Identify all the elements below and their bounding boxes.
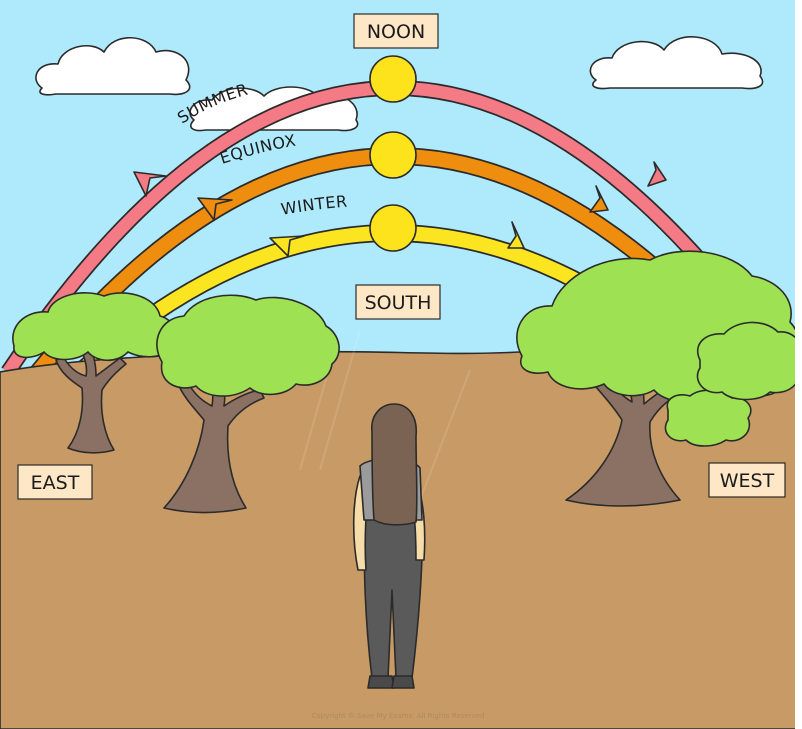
tree-icon: [516, 250, 795, 507]
west-label: WEST: [708, 462, 786, 498]
cloud-icon: [589, 36, 764, 90]
cloud-icon: [35, 37, 191, 96]
svg-text:WEST: WEST: [720, 470, 775, 492]
copyright-text: Copyright © Save My Exams. All Rights Re…: [311, 712, 484, 720]
svg-text:SOUTH: SOUTH: [365, 292, 432, 314]
sun-icon: [369, 204, 417, 252]
tree-icon: [12, 292, 177, 454]
svg-text:NOON: NOON: [367, 21, 425, 43]
east-label: EAST: [17, 464, 93, 500]
person-icon: [352, 403, 426, 689]
summer-path-arrow: [133, 161, 667, 197]
winter-path-arrow: [269, 221, 525, 257]
noon-label: NOON: [353, 13, 439, 49]
south-label: SOUTH: [355, 284, 441, 320]
svg-text:EAST: EAST: [31, 472, 80, 494]
sun-icon: [369, 55, 417, 103]
sun-icon: [369, 131, 417, 179]
tree-icon: [156, 294, 340, 514]
equinox-path-arrow: [197, 185, 609, 221]
